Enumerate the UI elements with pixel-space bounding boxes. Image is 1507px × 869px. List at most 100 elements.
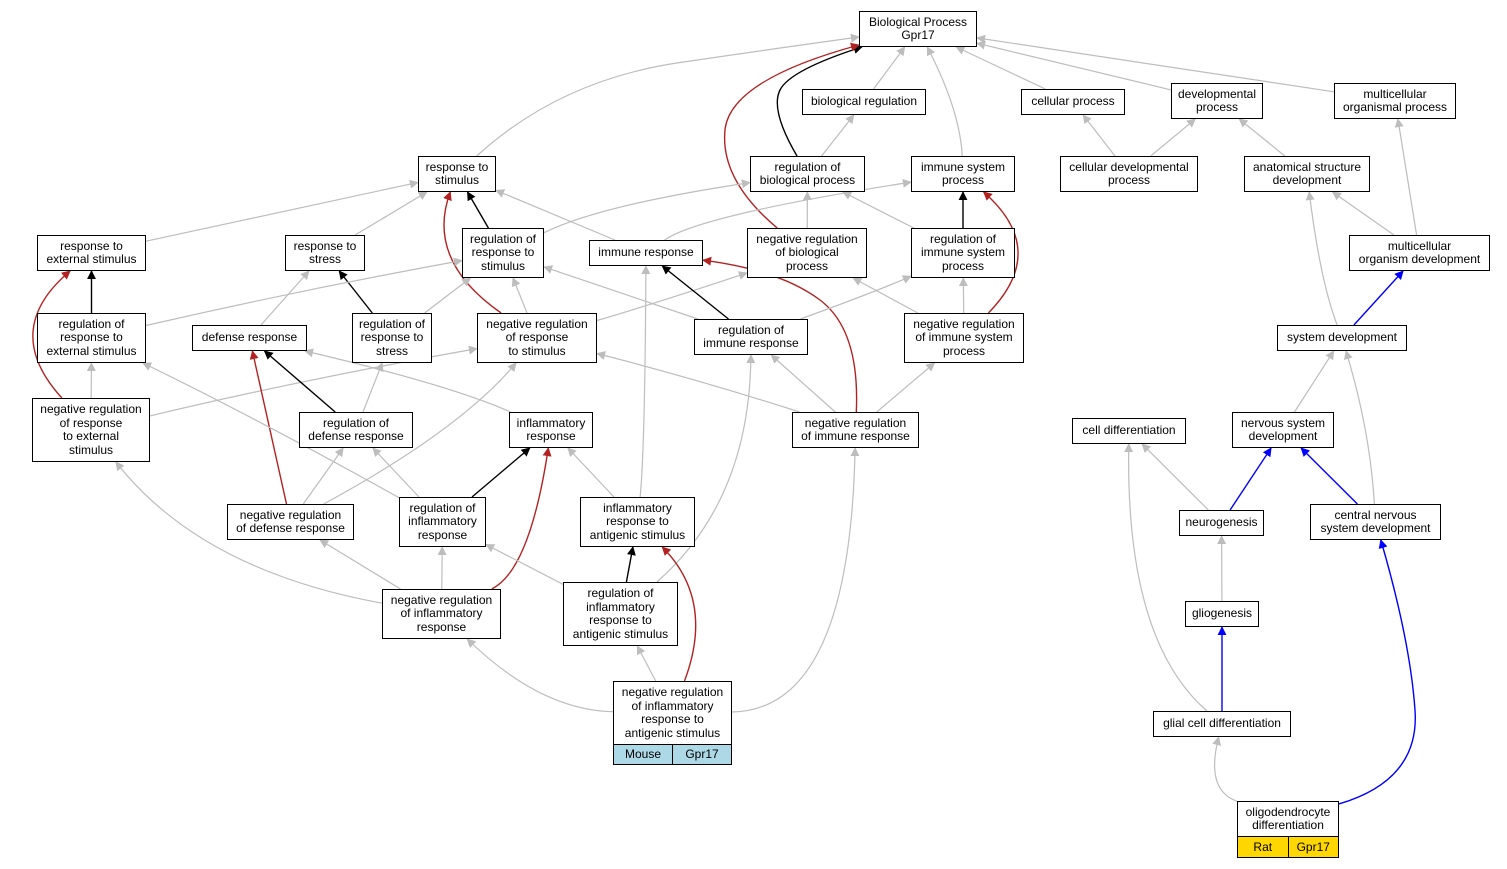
edge-negative-regulation-of-immune-system-process-to-negative-regulation-of-biological-process — [852, 277, 919, 314]
node-cellular-process[interactable]: cellular process — [1021, 89, 1125, 115]
node-negative-regulation-of-response-to-stimulus[interactable]: negative regulation of response to stimu… — [477, 313, 597, 363]
edge-negative-regulation-of-defense-response-to-negative-regulation-of-response-to-stimulus — [323, 362, 517, 505]
node-negative-regulation-of-defense-response[interactable]: negative regulation of defense response — [227, 504, 354, 540]
edge-negative-regulation-of-inflammatory-response-to-inflammatory-response — [491, 447, 552, 590]
edge-negative-regulation-of-immune-system-process-to-immune-system-process — [982, 191, 1019, 314]
edge-regulation-of-response-to-external-stimulus-to-regulation-of-response-to-stimulus — [145, 257, 463, 327]
node-cell-differentiation[interactable]: cell differentiation — [1072, 418, 1186, 444]
edge-regulation-of-response-to-stimulus-to-regulation-of-biological-process — [543, 179, 751, 234]
node-response-to-stimulus[interactable]: response to stimulus — [418, 156, 496, 192]
edge-central-nervous-system-development-to-system-development — [1344, 350, 1375, 505]
node-negative-regulation-of-response-to-external-stimulus[interactable]: negative regulation of response to exter… — [32, 398, 150, 462]
node-regulation-of-immune-system-process[interactable]: regulation of immune system process — [911, 228, 1015, 278]
edge-system-development-to-anatomical-structure-development — [1305, 191, 1338, 326]
rat-species-cell: Rat — [1237, 836, 1289, 858]
node-biological-regulation[interactable]: biological regulation — [802, 89, 926, 115]
edge-negative-regulation-of-inflammatory-response-to-antigenic-stimulus-to-regulation-of-inflammatory-response-to-antigenic-stimulus — [636, 645, 657, 682]
edge-inflammatory-response-to-antigenic-stimulus-to-inflammatory-response — [567, 447, 615, 498]
node-anatomical-structure-development[interactable]: anatomical structure development — [1244, 156, 1370, 192]
node-multicellular-organismal-process[interactable]: multicellular organismal process — [1334, 83, 1456, 119]
node-central-nervous-system-development[interactable]: central nervous system development — [1310, 504, 1441, 540]
node-regulation-of-biological-process[interactable]: regulation of biological process — [750, 156, 865, 192]
edge-negative-regulation-of-inflammatory-response-to-antigenic-stimulus-to-inflammatory-response-to-antigenic-stimulus — [661, 546, 697, 682]
edge-regulation-of-inflammatory-response-to-antigenic-stimulus-to-regulation-of-inflammatory-response — [485, 543, 564, 585]
edge-oligodendrocyte-differentiation-to-glial-cell-differentiation — [1212, 736, 1238, 802]
edge-regulation-of-inflammatory-response-to-inflammatory-response — [471, 447, 531, 498]
node-regulation-of-response-to-external-stimulus[interactable]: regulation of response to external stimu… — [37, 313, 146, 363]
node-negative-regulation-of-inflammatory-response[interactable]: negative regulation of inflammatory resp… — [382, 589, 501, 639]
node-regulation-of-response-to-stimulus[interactable]: regulation of response to stimulus — [462, 228, 544, 278]
edge-regulation-of-defense-response-to-defense-response — [263, 350, 336, 413]
edge-biological-regulation-to-bp — [873, 46, 906, 90]
edge-regulation-of-inflammatory-response-to-antigenic-stimulus-to-regulation-of-immune-response — [656, 354, 756, 583]
edge-multicellular-organismal-process-to-bp — [976, 34, 1335, 93]
edge-regulation-of-inflammatory-response-to-regulation-of-defense-response — [372, 447, 420, 498]
edge-negative-regulation-of-inflammatory-response-to-negative-regulation-of-response-to-external-stimulus — [115, 461, 383, 604]
node-developmental-process[interactable]: developmental process — [1171, 83, 1263, 119]
edge-cellular-developmental-process-to-cellular-process — [1082, 114, 1116, 157]
edge-regulation-of-defense-response-to-regulation-of-response-to-stress — [362, 362, 384, 413]
edge-defense-response-to-response-to-stress — [260, 270, 310, 326]
edge-regulation-of-immune-response-to-immune-response — [661, 265, 729, 320]
node-gliogenesis[interactable]: gliogenesis — [1185, 601, 1259, 627]
node-oligodendrocyte-differentiation[interactable]: oligodendrocyte differentiation — [1237, 801, 1339, 837]
node-defense-response[interactable]: defense response — [192, 325, 307, 351]
node-negative-regulation-of-inflammatory-response-to-antigenic-stimulus[interactable]: negative regulation of inflammatory resp… — [613, 681, 732, 745]
node-negative-regulation-of-biological-process[interactable]: negative regulation of biological proces… — [747, 228, 867, 278]
edge-negative-regulation-of-inflammatory-response-to-antigenic-stimulus-to-negative-regulation-of-inflammatory-response — [466, 638, 614, 713]
node-regulation-of-inflammatory-response[interactable]: regulation of inflammatory response — [399, 497, 486, 547]
node-response-to-external-stimulus[interactable]: response to external stimulus — [37, 235, 146, 271]
node-regulation-of-defense-response[interactable]: regulation of defense response — [299, 412, 413, 448]
edge-anatomical-structure-development-to-developmental-process — [1238, 118, 1286, 157]
node-nervous-system-development[interactable]: nervous system development — [1232, 412, 1334, 448]
edge-glial-cell-differentiation-to-cell-differentiation — [1124, 443, 1208, 712]
edge-immune-response-to-response-to-stimulus — [495, 189, 616, 241]
node-response-to-stress[interactable]: response to stress — [285, 235, 365, 271]
edge-regulation-of-immune-system-process-to-regulation-of-biological-process — [842, 191, 915, 229]
edge-central-nervous-system-development-to-nervous-system-development — [1300, 447, 1358, 505]
edge-negative-regulation-of-inflammatory-response-to-negative-regulation-of-defense-response — [319, 539, 401, 590]
edge-response-to-stimulus-to-bp — [476, 33, 860, 157]
node-negative-regulation-of-immune-response[interactable]: negative regulation of immune response — [792, 412, 919, 448]
node-inflammatory-response[interactable]: inflammatory response — [509, 412, 593, 448]
edge-negative-regulation-of-response-to-stimulus-to-response-to-stimulus — [443, 191, 502, 314]
edge-regulation-of-inflammatory-response-to-regulation-of-response-to-external-stimulus — [142, 362, 400, 499]
edge-oligodendrocyte-differentiation-to-central-nervous-system-development — [1338, 539, 1416, 805]
edge-negative-regulation-of-inflammatory-response-to-antigenic-stimulus-to-negative-regulation-of-immune-response — [731, 447, 860, 713]
edge-cellular-developmental-process-to-developmental-process — [1150, 118, 1196, 157]
edge-negative-regulation-of-immune-response-to-negative-regulation-of-response-to-stimulus — [596, 351, 800, 413]
edge-negative-regulation-of-defense-response-to-regulation-of-defense-response — [302, 447, 344, 505]
mouse-gene-cell: Gpr17 — [673, 744, 732, 765]
edge-regulation-of-response-to-stress-to-response-to-stress — [338, 270, 373, 314]
edge-negative-regulation-of-immune-response-to-regulation-of-immune-response — [770, 354, 836, 413]
edge-multicellular-organism-development-to-multicellular-organismal-process — [1394, 118, 1418, 236]
edge-inflammatory-response-to-defense-response — [304, 348, 511, 413]
node-cellular-developmental-process[interactable]: cellular developmental process — [1060, 156, 1198, 192]
edge-developmental-process-to-bp — [976, 40, 1172, 91]
edge-negative-regulation-of-immune-response-to-immune-response — [702, 256, 858, 413]
edge-system-development-to-multicellular-organism-development — [1353, 270, 1404, 326]
node-immune-response[interactable]: immune response — [589, 240, 703, 266]
edge-regulation-of-response-to-stress-to-regulation-of-response-to-stimulus — [424, 277, 472, 314]
edge-negative-regulation-of-response-to-external-stimulus-to-response-to-external-stimulus — [32, 270, 71, 399]
node-regulation-of-immune-response[interactable]: regulation of immune response — [694, 319, 808, 355]
node-negative-regulation-of-immune-system-process[interactable]: negative regulation of immune system pro… — [904, 313, 1024, 363]
edge-regulation-of-biological-process-to-bp — [776, 45, 863, 157]
node-regulation-of-inflammatory-response-to-antigenic-stimulus[interactable]: regulation of inflammatory response to a… — [563, 582, 678, 646]
edge-negative-regulation-of-biological-process-to-bp — [723, 42, 860, 229]
edge-regulation-of-response-to-stimulus-to-response-to-stimulus — [466, 191, 490, 229]
node-multicellular-organism-development[interactable]: multicellular organism development — [1349, 235, 1490, 271]
node-immune-system-process[interactable]: immune system process — [911, 156, 1015, 192]
node-inflammatory-response-to-antigenic-stimulus[interactable]: inflammatory response to antigenic stimu… — [580, 497, 695, 547]
node-system-development[interactable]: system development — [1277, 325, 1407, 351]
node-bp[interactable]: Biological Process Gpr17 — [859, 11, 977, 47]
node-regulation-of-response-to-stress[interactable]: regulation of response to stress — [352, 313, 432, 363]
edge-neurogenesis-to-cell-differentiation — [1141, 443, 1209, 511]
node-glial-cell-differentiation[interactable]: glial cell differentiation — [1153, 711, 1291, 737]
node-neurogenesis[interactable]: neurogenesis — [1179, 510, 1264, 536]
edge-negative-regulation-of-response-to-stimulus-to-negative-regulation-of-biological-process — [596, 271, 748, 322]
